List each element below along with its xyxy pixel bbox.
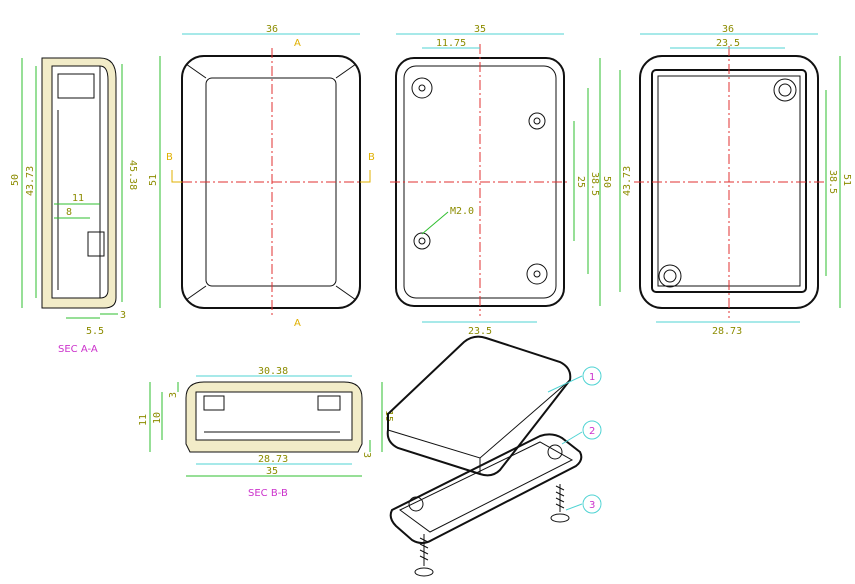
dim-back-28-73: 28.73 bbox=[712, 326, 742, 337]
section-a-bottom-label: A bbox=[294, 318, 301, 329]
section-b-boss-right bbox=[317, 395, 341, 411]
iso-base bbox=[389, 433, 583, 544]
section-a-top-label: A bbox=[294, 38, 301, 49]
side-boss-top bbox=[57, 73, 95, 99]
side-wall-hatch bbox=[41, 57, 117, 309]
side-boss-bottom bbox=[87, 231, 105, 257]
iso-lid bbox=[386, 335, 572, 477]
callout-1-circle bbox=[582, 366, 602, 386]
callout-3: 3 bbox=[589, 500, 595, 511]
dim-secb-35: 35 bbox=[266, 466, 278, 477]
dim-back-36: 36 bbox=[722, 24, 734, 35]
dim-secb-3a: 3 bbox=[168, 392, 179, 398]
section-b-left-label: B bbox=[166, 152, 173, 163]
callout-3-circle bbox=[582, 494, 602, 514]
dim-inside-38-5: 38.5 bbox=[589, 172, 600, 196]
front-bevel-tl bbox=[185, 63, 207, 79]
dim-inside-25: 25 bbox=[575, 176, 586, 188]
dim-side-8: 8 bbox=[66, 207, 72, 218]
side-cavity bbox=[51, 65, 101, 299]
dim-inside-23-5: 23.5 bbox=[468, 326, 492, 337]
back-hole-bottom-left-inner bbox=[663, 269, 677, 283]
dim-back-38-5: 38.5 bbox=[827, 170, 838, 194]
back-hole-top-right-inner bbox=[778, 83, 792, 97]
dim-side-43-73: 43.73 bbox=[25, 166, 36, 196]
dim-side-45-38: 45.38 bbox=[127, 160, 138, 190]
dim-side-50: 50 bbox=[10, 174, 21, 186]
iso-screw-right bbox=[550, 484, 570, 523]
front-bevel-bl bbox=[185, 285, 207, 301]
callout-2: 2 bbox=[589, 426, 595, 437]
dim-inside-50: 50 bbox=[601, 176, 612, 188]
dim-secb-10: 10 bbox=[152, 412, 163, 424]
dim-inside-11-75: 11.75 bbox=[436, 38, 466, 49]
front-bevel-br bbox=[335, 285, 357, 301]
inside-view: 35 11.75 23.5 25 38.5 50 M2.0 bbox=[390, 24, 612, 337]
dim-secb-28-73: 28.73 bbox=[258, 454, 288, 465]
iso-base-hole-right bbox=[547, 444, 563, 460]
boss-bottom-left bbox=[413, 232, 431, 250]
callout-3-leader bbox=[565, 503, 583, 511]
back-hole-bottom-left bbox=[658, 264, 682, 288]
section-a-a-view: 50 43.73 45.38 11 8 5.5 3 SEC A-A bbox=[10, 57, 138, 355]
boss-bottom-right bbox=[526, 263, 548, 285]
section-b-b-view: 30.38 28.73 35 11 10 3 15 3 SEC B-B bbox=[138, 366, 394, 499]
dim-back-23-5: 23.5 bbox=[716, 38, 740, 49]
section-b-cavity bbox=[195, 391, 353, 441]
boss-top-left bbox=[411, 77, 433, 99]
dim-front-36: 36 bbox=[266, 24, 278, 35]
hole-label: M2.0 bbox=[450, 206, 474, 217]
dim-secb-30-38: 30.38 bbox=[258, 366, 288, 377]
callout-2-circle bbox=[582, 420, 602, 440]
iso-base-hole-left bbox=[408, 496, 424, 512]
dim-secb-3b: 3 bbox=[361, 452, 372, 458]
dim-secb-11: 11 bbox=[138, 414, 149, 426]
back-hole-top-right bbox=[773, 78, 797, 102]
dim-side-11: 11 bbox=[72, 193, 84, 204]
section-b-boss-left bbox=[203, 395, 225, 411]
callout-1: 1 bbox=[589, 372, 595, 383]
callout-1-leader bbox=[547, 375, 583, 393]
label-sec-a-a: SEC A-A bbox=[58, 344, 98, 355]
dim-back-43-73: 43.73 bbox=[622, 166, 633, 196]
dim-front-51: 51 bbox=[148, 174, 159, 186]
section-b-right-label: B bbox=[368, 152, 375, 163]
isometric-view: 1 2 3 bbox=[386, 335, 602, 577]
dim-inside-35: 35 bbox=[474, 24, 486, 35]
label-sec-b-b: SEC B-B bbox=[248, 488, 288, 499]
callout-2-leader bbox=[561, 431, 583, 445]
front-view: 36 51 A A B B bbox=[148, 24, 375, 329]
front-bevel-tr bbox=[335, 63, 357, 79]
dim-side-3: 3 bbox=[120, 310, 126, 321]
dim-back-51: 51 bbox=[841, 174, 852, 186]
back-view: 36 23.5 28.73 43.73 38.5 51 bbox=[619, 24, 852, 337]
section-b-markers bbox=[171, 170, 371, 183]
leader-m2 bbox=[421, 211, 449, 235]
boss-right bbox=[528, 112, 546, 130]
iso-screw-left bbox=[414, 534, 434, 577]
dim-side-5-5: 5.5 bbox=[86, 326, 104, 337]
